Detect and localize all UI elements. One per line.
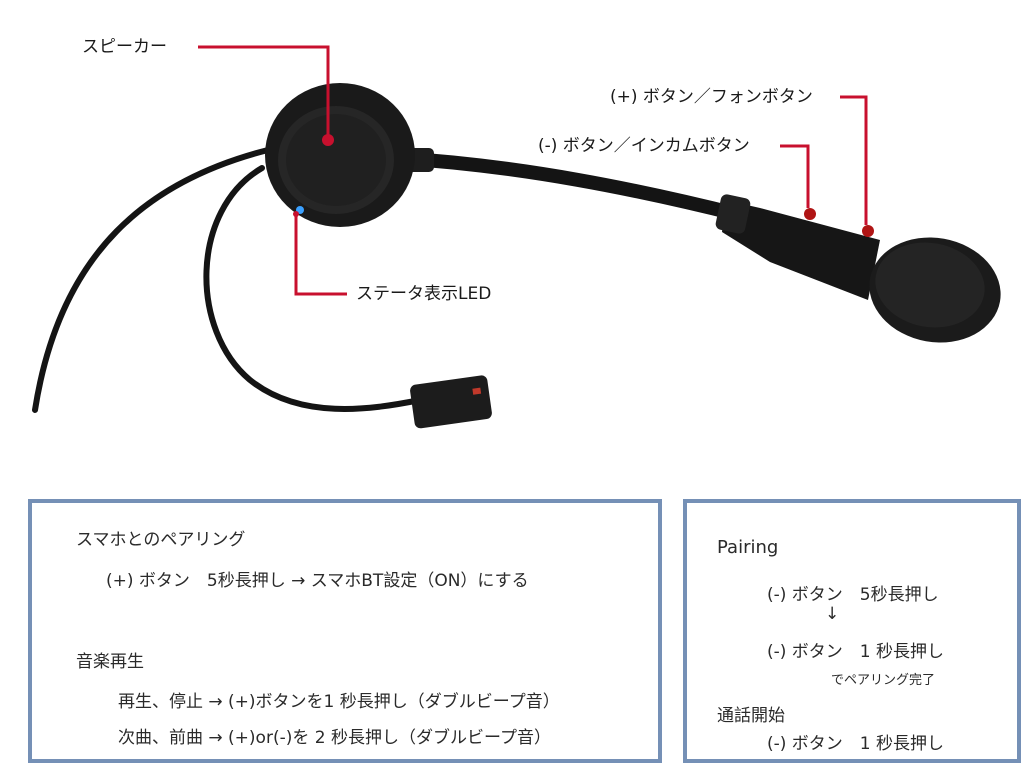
- callout-status-led: ステータ表示LED: [356, 284, 492, 304]
- callout-minus-button: (-) ボタン／インカムボタン: [538, 136, 750, 156]
- boom-arm: [388, 151, 747, 222]
- pairing-arrow: ↓: [825, 604, 840, 624]
- pairing-step: (+) ボタン 5秒長押し → スマホBT設定（ON）にする: [106, 571, 529, 591]
- leader-led: [294, 214, 347, 296]
- leader-plus: [840, 95, 868, 225]
- cable-connector: [203, 165, 423, 412]
- call-heading: 通話開始: [717, 706, 785, 726]
- cable-left: [32, 147, 271, 413]
- pairing-step2-note: でペアリング完了: [831, 673, 936, 688]
- instructions-box: スマホとのペアリング (+) ボタン 5秒長押し → スマホBT設定（ON）にす…: [28, 499, 662, 763]
- callout-speaker: スピーカー: [82, 37, 167, 57]
- call-step: (-) ボタン 1 秒長押し: [767, 734, 945, 754]
- pairing-heading: スマホとのペアリング: [76, 530, 246, 550]
- pairing-step2: (-) ボタン 1 秒長押し: [767, 642, 945, 662]
- minus-button-dot: [804, 208, 816, 220]
- pairing-box: Pairing (-) ボタン 5秒長押し ↓ (-) ボタン 1 秒長押し で…: [683, 499, 1021, 763]
- music-play-stop: 再生、停止 → (+)ボタンを1 秒長押し（ダブルビープ音）: [118, 692, 560, 712]
- music-next-prev: 次曲、前曲 → (+)or(-)を 2 秒長押し（ダブルビープ音）: [118, 728, 551, 748]
- headset-diagram: [32, 45, 1001, 429]
- leader-speaker: [198, 45, 330, 138]
- mic-housing: [715, 194, 880, 300]
- music-heading: 音楽再生: [76, 652, 144, 672]
- plus-button-dot: [862, 225, 874, 237]
- pairing-step1: (-) ボタン 5秒長押し: [767, 585, 939, 605]
- connector-plug: [410, 375, 492, 429]
- callout-plus-button: (+) ボタン／フォンボタン: [610, 87, 813, 107]
- leader-minus: [780, 144, 810, 208]
- pairing-title: Pairing: [717, 537, 779, 558]
